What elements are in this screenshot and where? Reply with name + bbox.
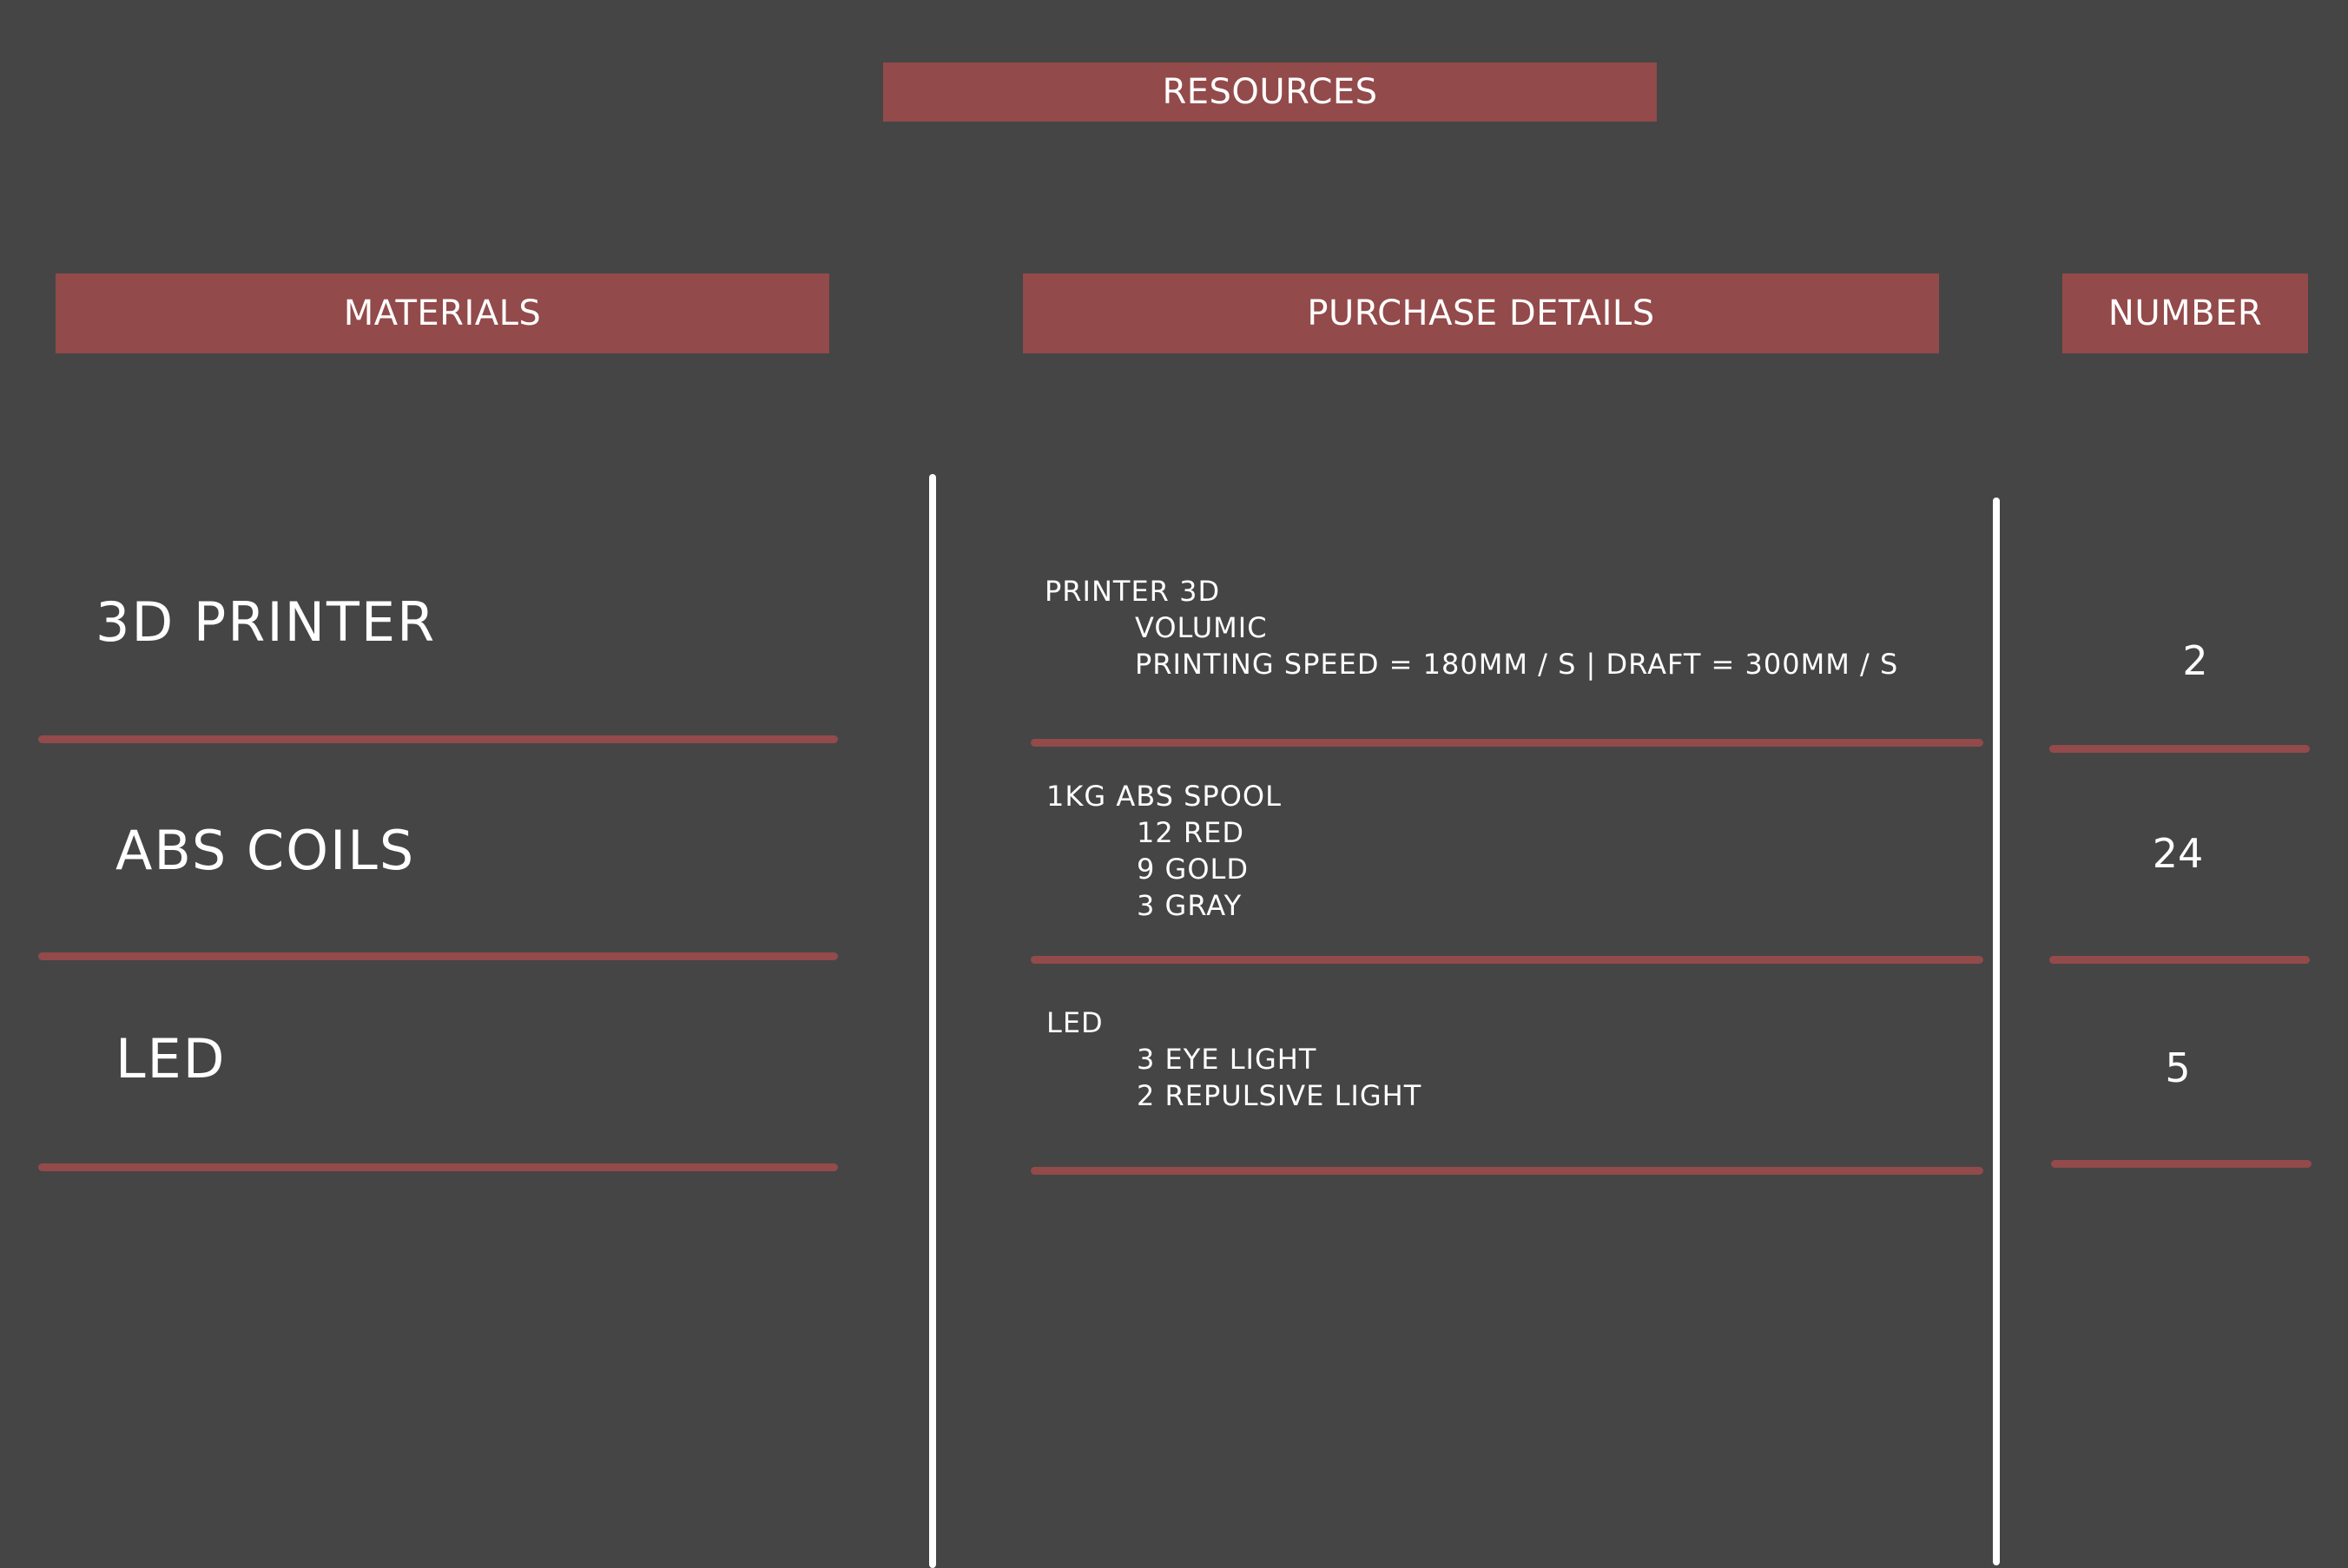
details-title: 1KG ABS SPOOL — [1046, 780, 1282, 813]
material-name: LED — [115, 1027, 227, 1090]
details-line: VOLUMIC — [1135, 611, 1268, 644]
row-separator — [2049, 745, 2310, 753]
column-divider-right — [1993, 497, 2000, 1565]
details-line: PRINTING SPEED = 180MM / S | DRAFT = 300… — [1135, 648, 1899, 681]
row-separator — [38, 1163, 838, 1171]
quantity-value: 24 — [2152, 830, 2204, 877]
purchase-details: PRINTER 3D VOLUMIC PRINTING SPEED = 180M… — [1045, 573, 1898, 682]
row-separator — [1031, 956, 1983, 964]
row-separator — [38, 735, 838, 743]
details-line: 3 EYE LIGHT — [1137, 1043, 1317, 1076]
row-separator — [2051, 1160, 2312, 1168]
quantity-value: 2 — [2182, 637, 2208, 684]
row-separator — [38, 952, 838, 960]
details-line: 3 GRAY — [1137, 889, 1243, 922]
page-title: RESOURCES — [883, 63, 1657, 122]
material-name: 3D PRINTER — [96, 590, 437, 654]
purchase-details: 1KG ABS SPOOL 12 RED 9 GOLD 3 GRAY — [1046, 778, 1282, 924]
material-name: ABS COILS — [115, 819, 416, 882]
details-line: 9 GOLD — [1137, 853, 1249, 886]
details-title: LED — [1046, 1006, 1104, 1039]
column-header-materials: MATERIALS — [56, 273, 829, 353]
details-title: PRINTER 3D — [1045, 575, 1221, 608]
details-line: 2 REPULSIVE LIGHT — [1137, 1079, 1422, 1112]
row-separator — [1031, 739, 1983, 747]
quantity-value: 5 — [2165, 1044, 2191, 1091]
purchase-details: LED 3 EYE LIGHT 2 REPULSIVE LIGHT — [1046, 1005, 1421, 1114]
details-line: 12 RED — [1137, 816, 1244, 849]
row-separator — [2049, 956, 2310, 964]
column-header-number: NUMBER — [2062, 273, 2308, 353]
row-separator — [1031, 1167, 1983, 1175]
column-divider-left — [929, 474, 936, 1568]
column-header-purchase-details: PURCHASE DETAILS — [1023, 273, 1939, 353]
